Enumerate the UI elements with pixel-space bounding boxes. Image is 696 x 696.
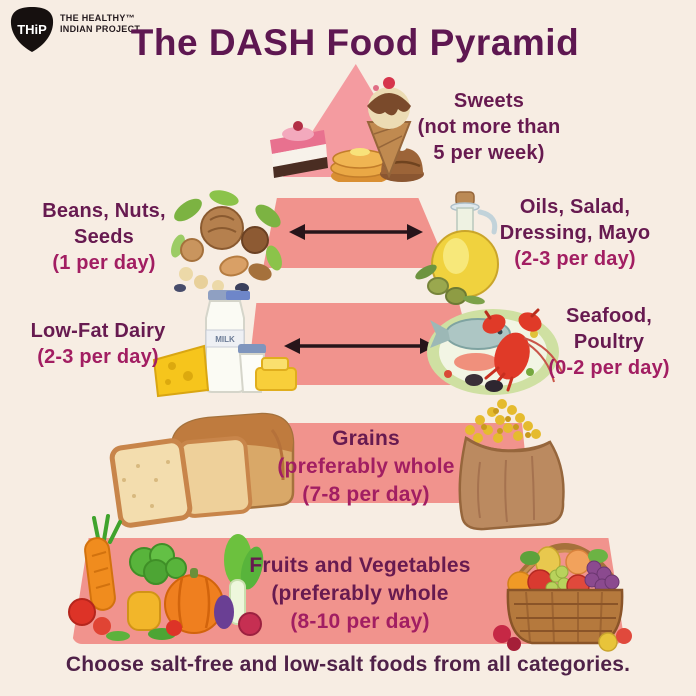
- beans-line1: Beans, Nuts,: [42, 200, 166, 222]
- milk-bottle-label: MILK: [215, 335, 235, 344]
- logo-tagline-line1: THE HEALTHY™: [60, 13, 135, 23]
- beans-nuts-seeds-label: Beans, Nuts, Seeds (1 per day): [8, 198, 200, 276]
- dairy-quantity: (2-3 per day): [37, 346, 159, 368]
- grains-quantity: (7-8 per day): [302, 483, 430, 506]
- grain-sack-illustration: [458, 399, 565, 531]
- logo-tagline: THE HEALTHY™ INDIAN PROJECT: [60, 13, 140, 35]
- seafood-illustration: [427, 308, 563, 395]
- grains-line2: (preferably whole: [277, 455, 455, 478]
- fruits-quantity: (8-10 per day): [290, 610, 430, 633]
- beans-quantity: (1 per day): [52, 252, 156, 274]
- page-title: The DASH Food Pyramid: [130, 22, 580, 63]
- grains-line1: Grains: [332, 427, 400, 450]
- logo-tagline-line2: INDIAN PROJECT: [60, 24, 141, 34]
- tiny-blue-badge: [226, 291, 250, 300]
- sweets-label: Sweets (not more than 5 per week): [398, 88, 580, 166]
- fruit-basket-illustration: [493, 543, 632, 652]
- sweets-line2: (not more than: [417, 116, 561, 138]
- low-fat-dairy-label: Low-Fat Dairy (2-3 per day): [4, 318, 192, 370]
- oils-quantity: (2-3 per day): [514, 248, 636, 270]
- dairy-line1: Low-Fat Dairy: [30, 320, 166, 342]
- vegetables-illustration: [68, 514, 264, 641]
- bread-illustration: [109, 412, 295, 528]
- sweets-illustration: [270, 77, 424, 182]
- oils-line2: Dressing, Mayo: [499, 222, 651, 244]
- sweets-line3: 5 per week): [433, 142, 545, 164]
- nuts-illustration: [171, 190, 282, 293]
- seafood-line2: Poultry: [573, 331, 645, 353]
- logo-text: THiP: [17, 22, 47, 37]
- fruits-line2: (preferably whole: [271, 582, 449, 605]
- double-arrow-left-right-icon: [284, 338, 436, 354]
- fruits-line1: Fruits and Vegetables: [249, 554, 471, 577]
- footer-note: Choose salt-free and low-salt foods from…: [65, 653, 631, 676]
- fruits-vegetables-label: Fruits and Vegetables (preferably whole …: [228, 552, 492, 636]
- sweets-line1: Sweets: [453, 90, 525, 112]
- oils-line1: Oils, Salad,: [519, 196, 631, 218]
- grains-label: Grains (preferably whole (7-8 per day): [240, 425, 492, 509]
- seafood-quantity: (0-2 per day): [548, 357, 670, 379]
- double-arrow-left-right-icon: [289, 224, 423, 240]
- oil-bottle-illustration: [415, 191, 499, 305]
- seafood-line1: Seafood,: [565, 305, 653, 327]
- oils-salad-dressing-label: Oils, Salad, Dressing, Mayo (2-3 per day…: [468, 194, 682, 272]
- thip-logo-badge-icon: THiP: [10, 7, 54, 52]
- seafood-poultry-label: Seafood, Poultry (0-2 per day): [524, 303, 694, 381]
- beans-line2: Seeds: [74, 226, 134, 248]
- dairy-illustration: MILK: [152, 290, 297, 398]
